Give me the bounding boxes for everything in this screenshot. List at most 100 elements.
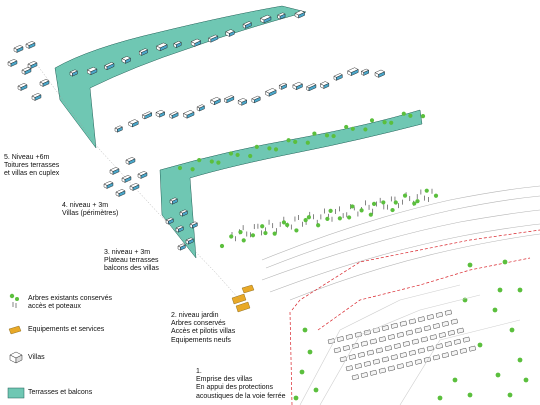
villa-outline xyxy=(319,81,330,89)
villa-block xyxy=(104,62,115,71)
tree xyxy=(293,139,298,144)
villa-outline xyxy=(169,111,179,119)
villa-outline xyxy=(125,157,136,165)
villa-outline xyxy=(114,125,123,133)
level-1-line-4: acoustiques de la voie ferrée xyxy=(196,392,286,400)
villa-footprint xyxy=(459,347,468,354)
tree xyxy=(402,193,408,198)
villa-footprint xyxy=(441,352,450,359)
tree xyxy=(216,160,221,165)
tree xyxy=(228,151,234,156)
villa-footprint xyxy=(390,322,399,329)
tree xyxy=(389,120,394,125)
tree xyxy=(316,223,321,228)
level-4-plate-group xyxy=(103,67,386,197)
level-1-line-3: En appui des protections xyxy=(196,384,274,392)
level-5-plate-group xyxy=(7,5,307,149)
equipment-icon xyxy=(8,325,22,335)
villa-footprint xyxy=(360,372,369,378)
tree xyxy=(350,204,355,209)
villa-block xyxy=(165,217,174,225)
tree xyxy=(238,230,243,235)
villa-footprint xyxy=(336,336,345,342)
villa-footprint xyxy=(426,345,435,352)
villa-footprint xyxy=(405,361,414,367)
level-4-villa-outlines xyxy=(114,67,386,133)
villa-outline xyxy=(237,98,248,106)
villa-outline xyxy=(278,82,288,90)
tree xyxy=(517,357,523,363)
villa-outline xyxy=(128,119,139,128)
villa-footprint xyxy=(363,329,372,336)
villa-footprint xyxy=(348,354,357,360)
villa-block xyxy=(242,21,253,29)
tree xyxy=(254,144,259,149)
level-4-left-villa-cluster xyxy=(103,157,148,197)
tree xyxy=(408,113,413,118)
legend-villas-line-1: Villas xyxy=(28,354,45,361)
villa-footprint xyxy=(432,354,441,361)
villa-block xyxy=(173,40,182,49)
villa-block xyxy=(156,42,168,52)
villa-block xyxy=(277,12,286,20)
villa-block xyxy=(175,225,184,233)
villa-block xyxy=(39,79,50,87)
villa-footprint xyxy=(444,341,453,347)
villa-outline xyxy=(115,189,126,197)
tree xyxy=(299,369,305,375)
tree xyxy=(424,188,429,193)
tree xyxy=(273,147,279,152)
villa-outline xyxy=(251,95,261,104)
villa-footprint xyxy=(375,347,384,354)
level-leader-line xyxy=(34,61,241,301)
villa-outline xyxy=(182,110,195,119)
villa-block xyxy=(190,38,202,47)
tree xyxy=(313,387,319,393)
tree xyxy=(177,165,183,171)
villa-outline xyxy=(374,69,386,78)
villa-footprint xyxy=(390,354,399,361)
level-2-equipment xyxy=(231,284,255,313)
tree xyxy=(467,262,473,268)
railway-lines xyxy=(261,185,540,301)
villa-footprint xyxy=(435,311,444,318)
level-5-line-1: 5. Niveau +6m xyxy=(4,154,50,161)
tree xyxy=(306,215,311,220)
villa-footprint xyxy=(339,356,348,363)
tree xyxy=(285,222,290,228)
level-4-line-1: 4. niveau + 3m xyxy=(62,202,109,209)
villa-outline xyxy=(129,183,140,191)
tree xyxy=(324,133,330,138)
tree xyxy=(344,124,349,130)
level-1-line-2: Emprise des villas xyxy=(196,376,253,384)
villa-outline xyxy=(155,109,166,118)
tree xyxy=(369,118,375,123)
tree xyxy=(272,231,277,236)
tree xyxy=(401,111,406,116)
tree xyxy=(393,200,398,205)
tree xyxy=(502,259,508,265)
tree xyxy=(495,372,501,378)
villa-block xyxy=(69,69,78,77)
level-2-line-3: Accès et pilotis villas xyxy=(171,328,236,336)
villa-icon xyxy=(9,351,23,364)
tree xyxy=(452,377,458,383)
villa-footprint xyxy=(456,327,465,334)
legend-equipment-line-1: Equipements et services xyxy=(28,326,105,333)
villa-outline xyxy=(196,104,206,112)
tree xyxy=(263,230,268,236)
villa-block xyxy=(225,29,235,37)
villa-outline xyxy=(137,171,148,179)
villa-outline xyxy=(141,111,153,120)
villa-footprint xyxy=(354,363,363,369)
tree xyxy=(293,395,299,401)
level-1-ground-plan xyxy=(261,185,540,405)
villa-footprint xyxy=(369,369,378,376)
villa-block xyxy=(31,93,42,101)
level-2-plate-group xyxy=(219,188,439,313)
villa-footprint xyxy=(396,331,405,338)
villa-outline xyxy=(121,175,132,183)
villa-footprint xyxy=(447,329,456,336)
villa-footprint xyxy=(432,323,441,329)
tree xyxy=(312,131,317,136)
